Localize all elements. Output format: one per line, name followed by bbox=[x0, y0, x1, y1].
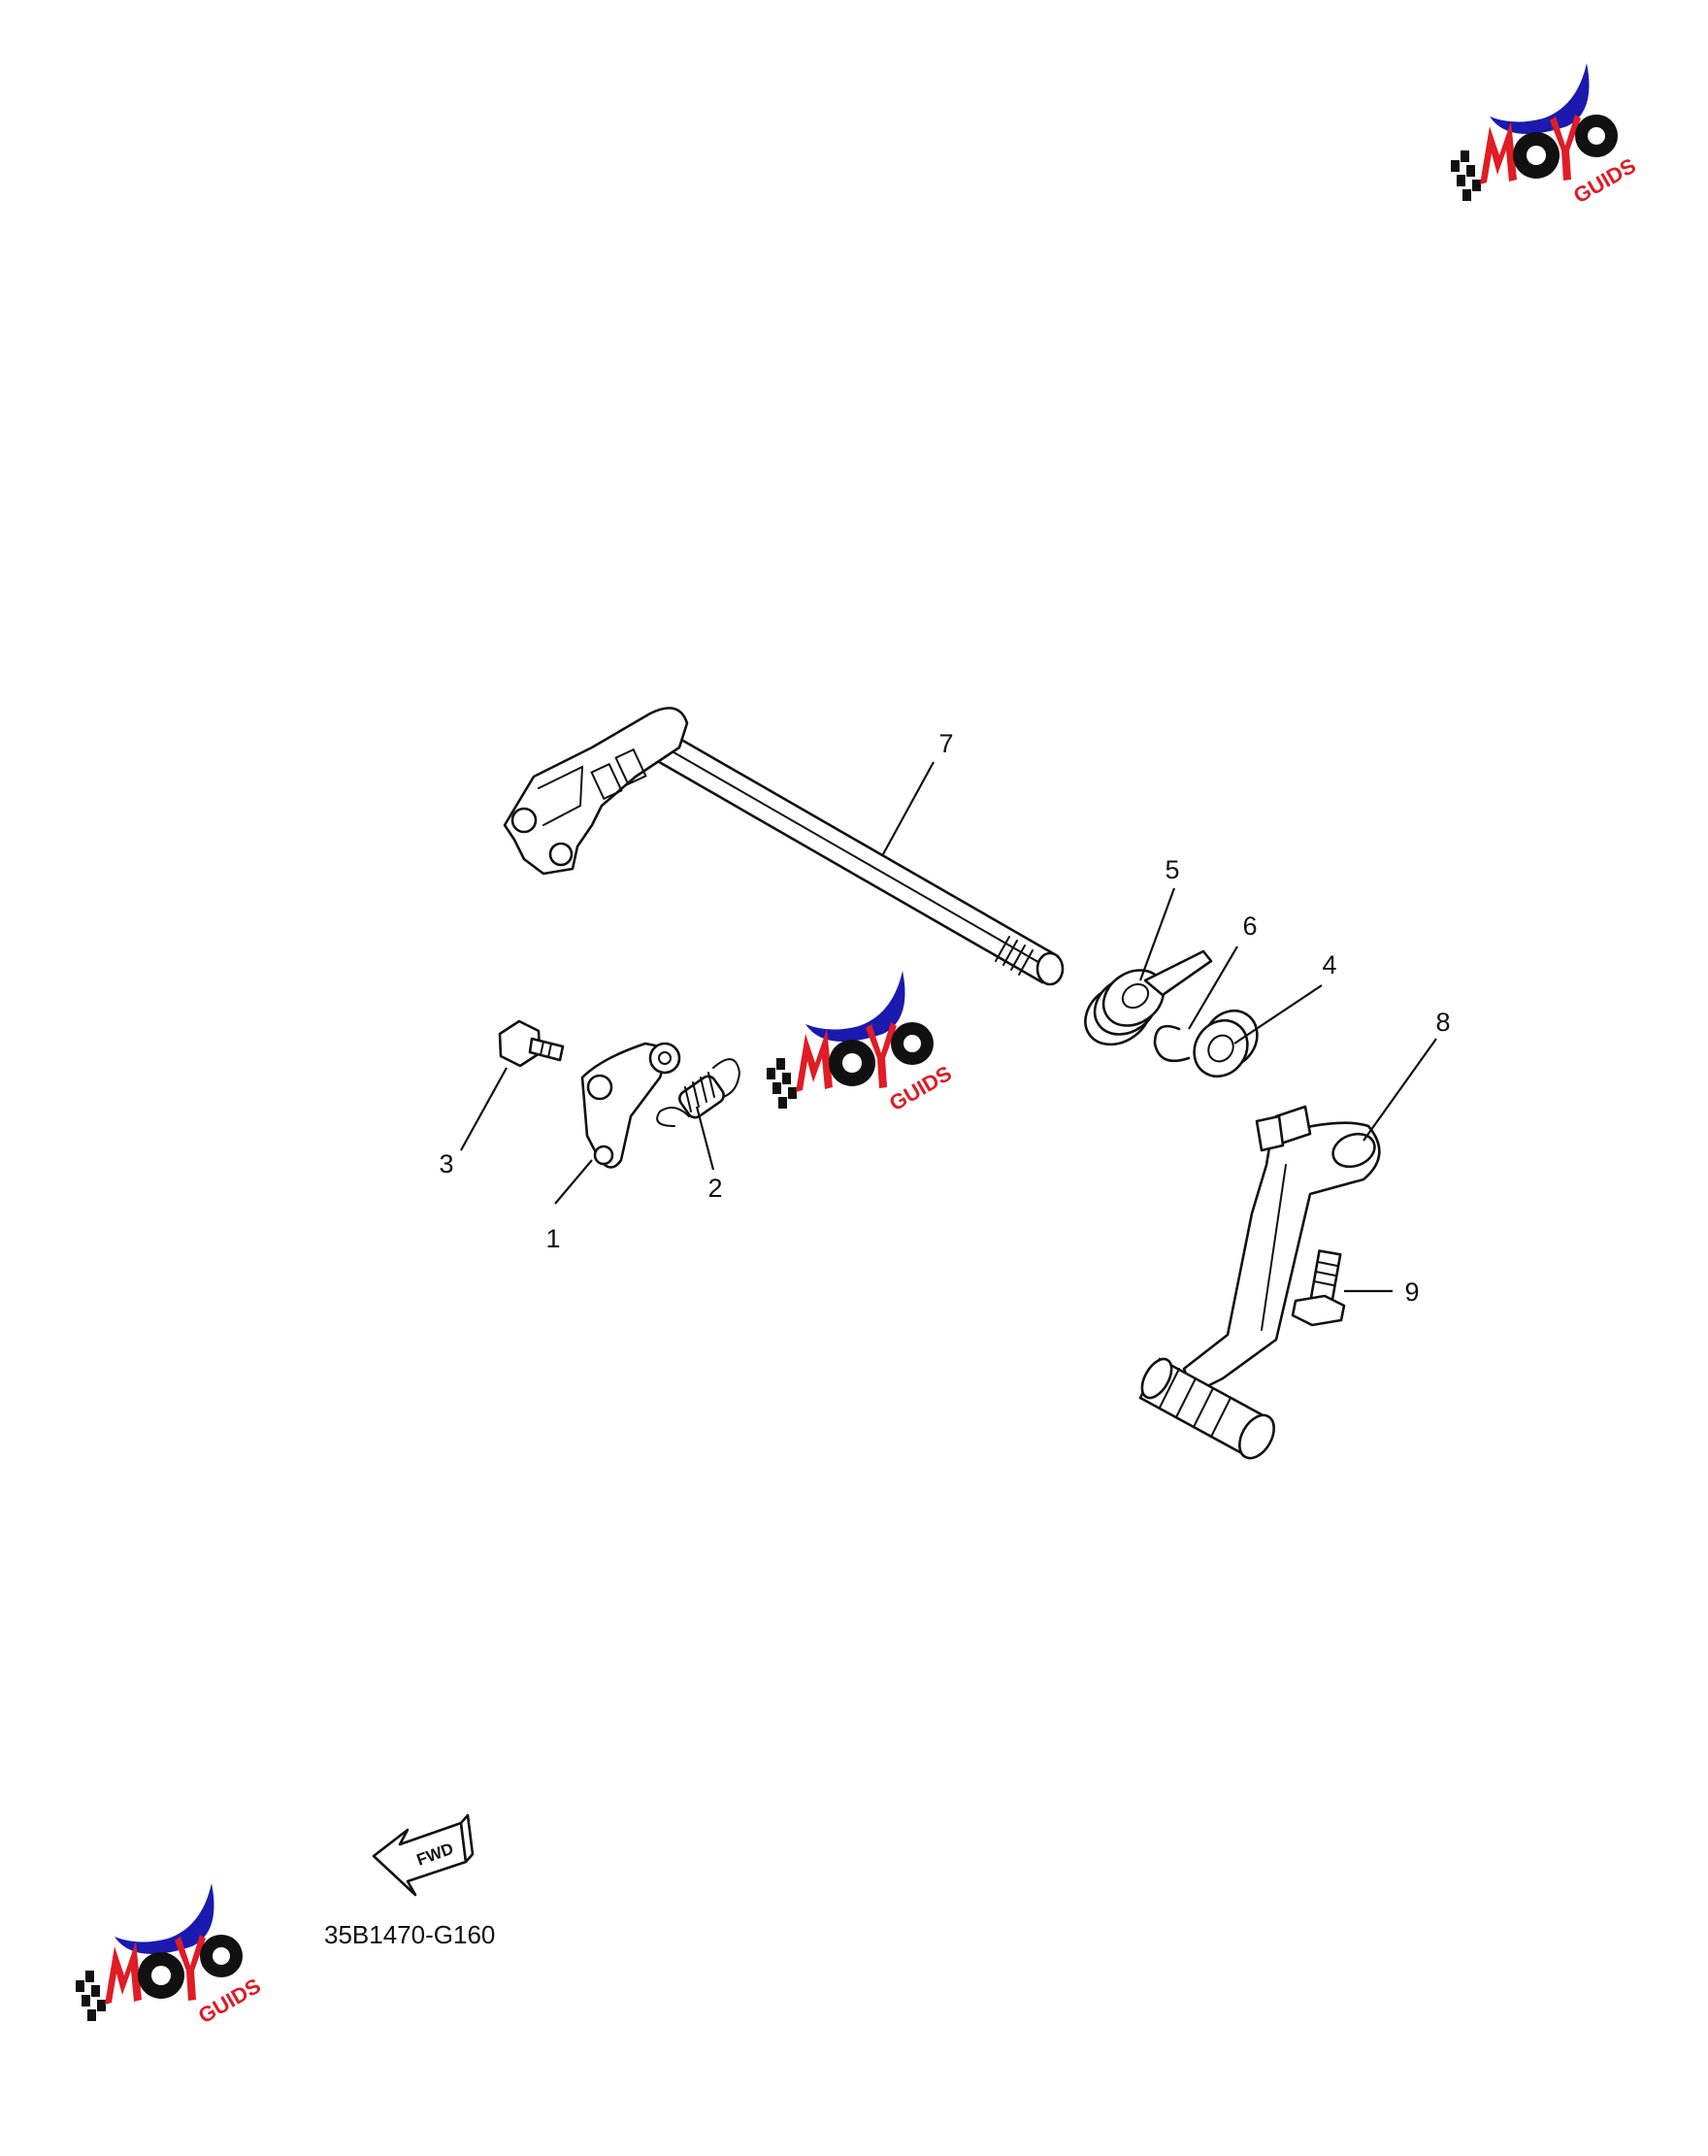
part-spring-5 bbox=[1084, 949, 1213, 1046]
part-circlip bbox=[1153, 1024, 1191, 1063]
callout-5: 5 bbox=[1165, 855, 1179, 884]
part-tension-spring bbox=[656, 1058, 741, 1127]
callout-2: 2 bbox=[707, 1174, 722, 1203]
logo-text: GUIDS bbox=[885, 1061, 956, 1115]
callout-3: 3 bbox=[439, 1149, 453, 1178]
part-bolt-3 bbox=[498, 1019, 565, 1068]
callout-7: 7 bbox=[938, 729, 953, 758]
callout-1: 1 bbox=[545, 1224, 560, 1253]
logo-text: GUIDS bbox=[194, 1974, 265, 2028]
figure-code: 35B1470-G160 bbox=[324, 1920, 495, 1949]
brand-logo-bottom-left: GUIDS bbox=[76, 1883, 265, 2028]
part-shift-pedal bbox=[1138, 1105, 1381, 1460]
brand-logo-center: GUIDS bbox=[767, 971, 956, 1115]
part-pinch-bolt bbox=[1291, 1249, 1346, 1327]
logo-text: GUIDS bbox=[1569, 153, 1640, 208]
forward-direction-arrow: FWD bbox=[372, 1813, 475, 1897]
part-oil-seal bbox=[1193, 1009, 1259, 1078]
part-stopper-lever bbox=[580, 1042, 681, 1169]
pedal-footpeg bbox=[1138, 1357, 1275, 1460]
callout-numbers: 1 2 3 4 5 6 7 8 9 bbox=[439, 729, 1450, 1307]
part-shift-shaft bbox=[503, 707, 1065, 986]
callout-4: 4 bbox=[1322, 950, 1336, 979]
brand-logo-top-right: GUIDS bbox=[1451, 63, 1640, 208]
callout-9: 9 bbox=[1404, 1277, 1419, 1307]
callout-leaders bbox=[460, 761, 1437, 1293]
callout-6: 6 bbox=[1242, 912, 1257, 941]
callout-8: 8 bbox=[1435, 1008, 1450, 1037]
